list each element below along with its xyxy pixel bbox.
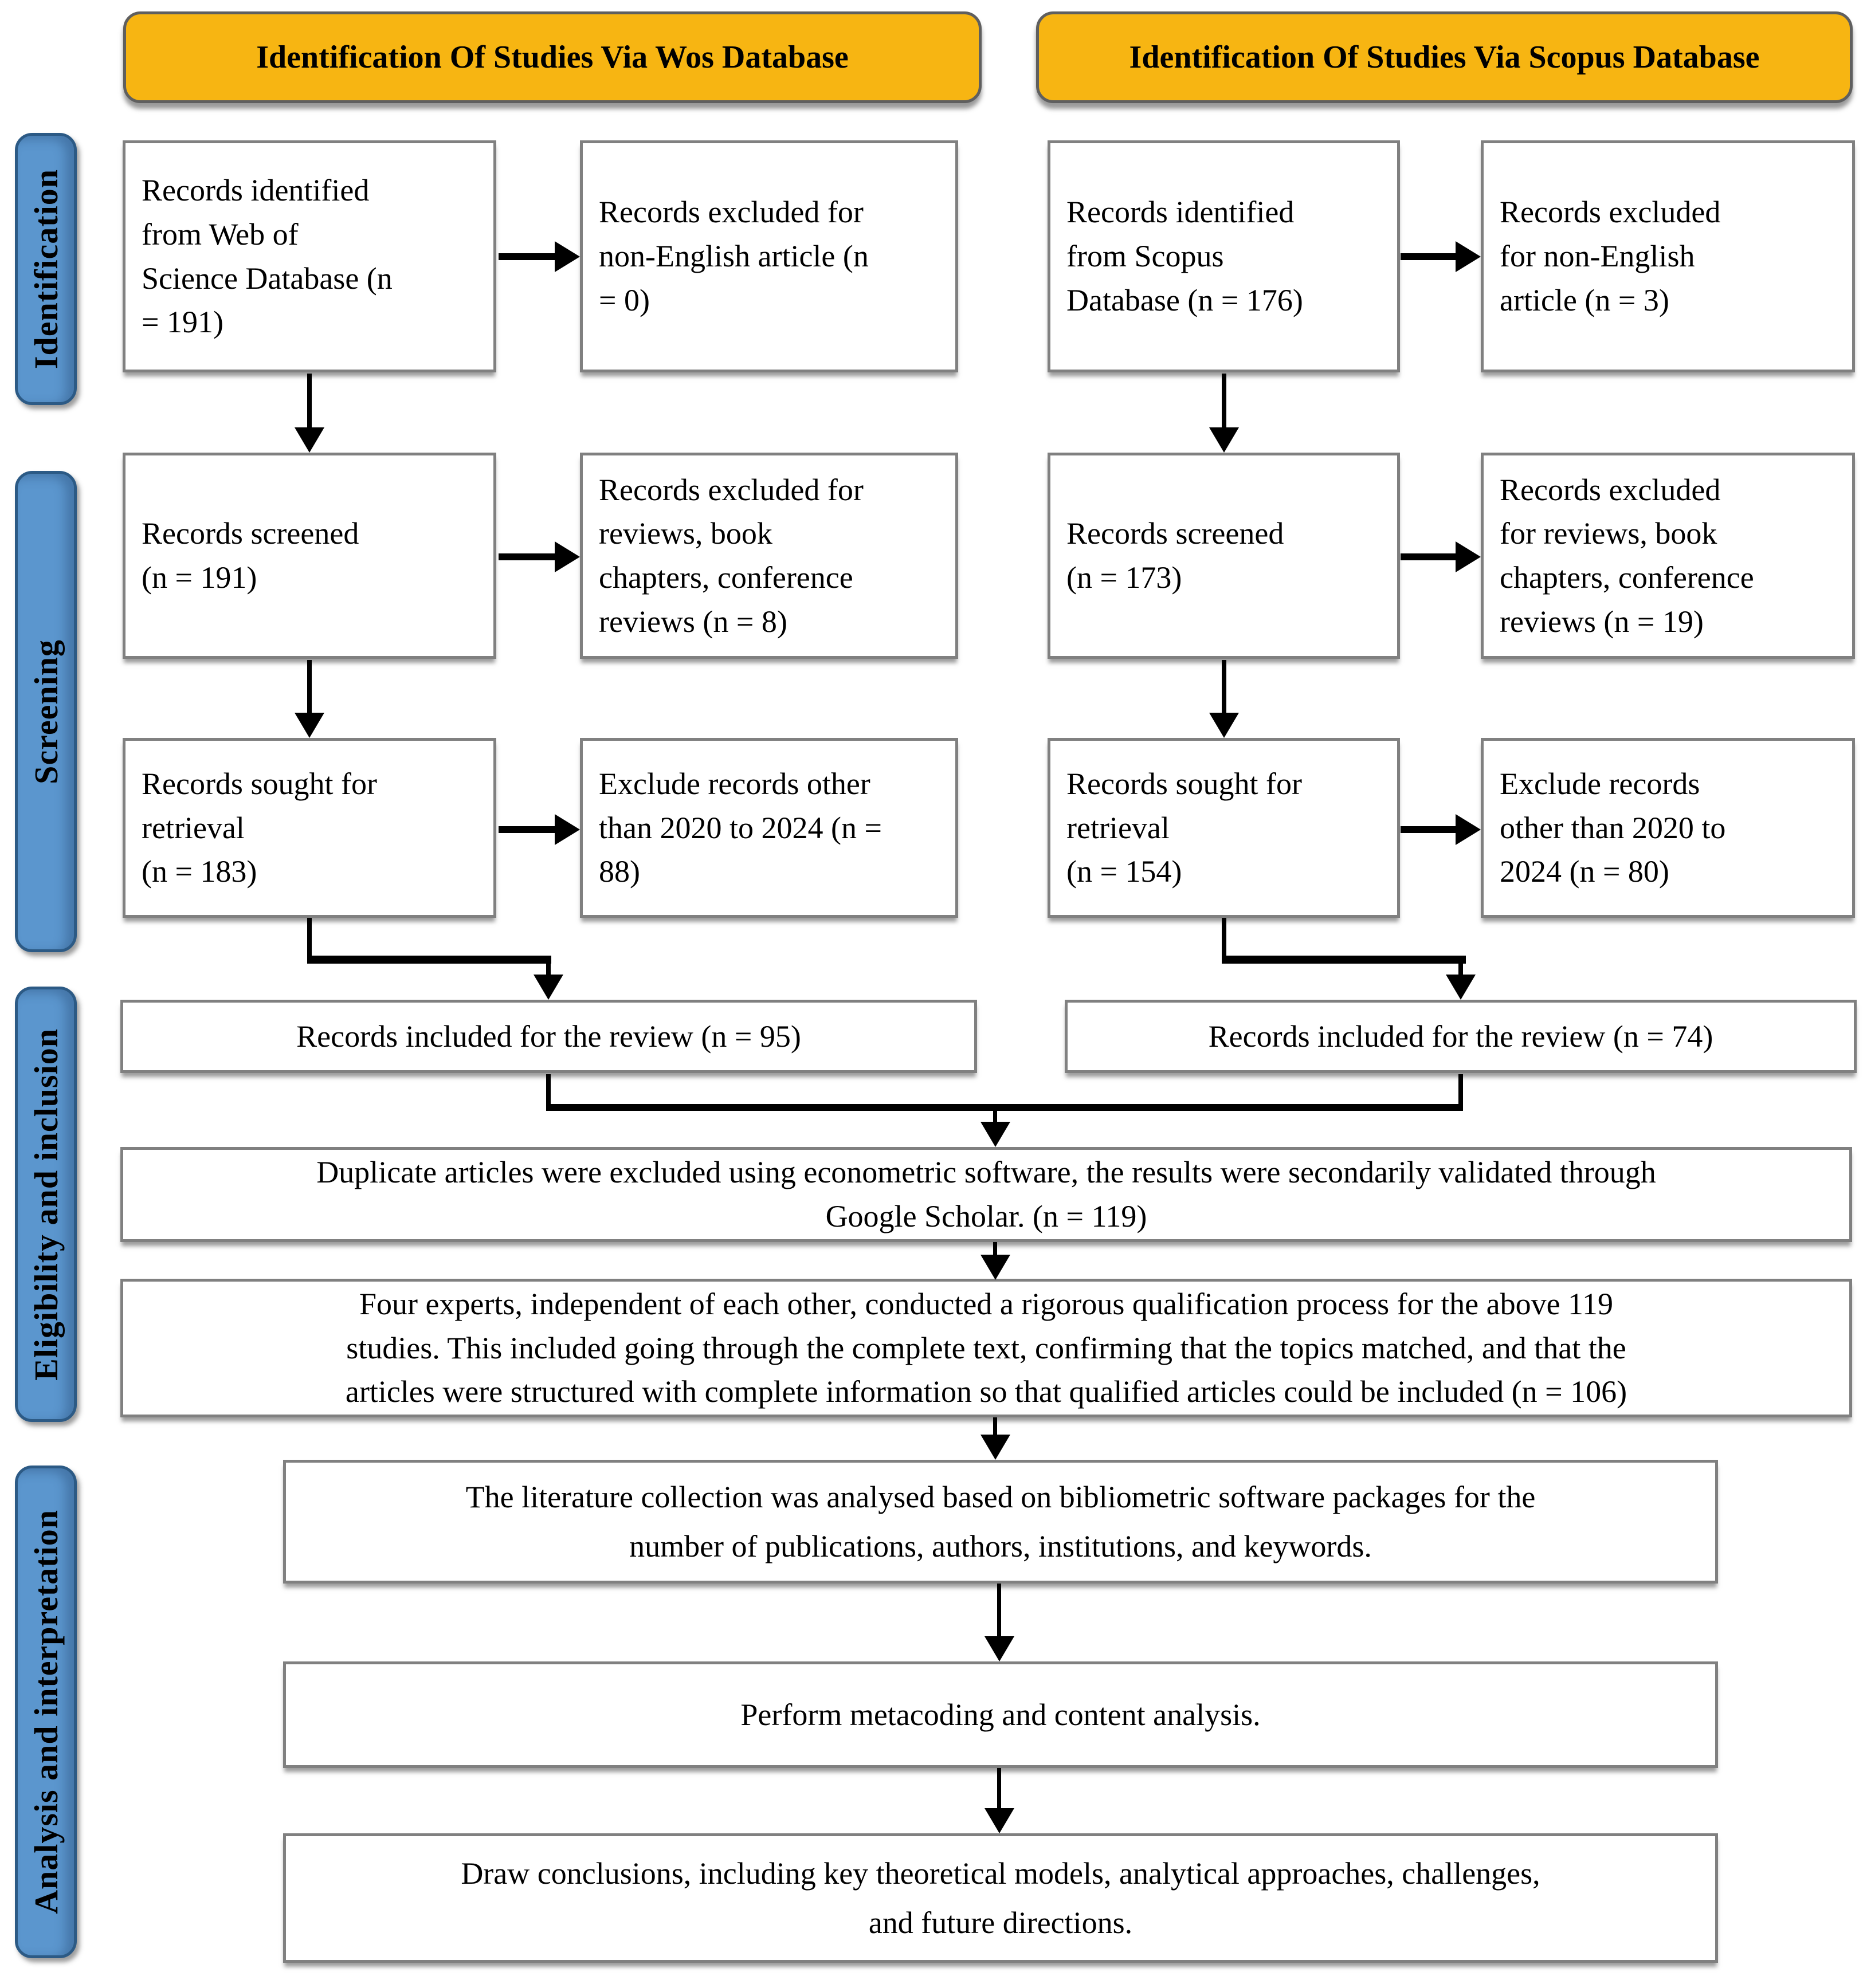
connector-wos-included-drop [546,956,551,979]
box-scopus-excluded-non-english: Records excluded for non-English article… [1481,140,1855,372]
arrow-wos-screened-to-excluded-stem [499,553,555,560]
arrow-wos-identified-to-excluded-stem [499,253,555,260]
box-conclusions: Draw conclusions, including key theoreti… [283,1833,1718,1963]
arrow-right-icon [1456,541,1481,572]
arrow-dedupe-to-qualification-stem [993,1242,997,1256]
connector-merge-horizontal [546,1104,1463,1111]
arrow-down-icon [985,1808,1014,1833]
box-scopus-records-screened: Records screened (n = 173) [1048,453,1400,659]
stage-identification-label: Identification [27,168,65,370]
box-wos-records-sought: Records sought for retrieval (n = 183) [123,738,496,918]
connector-scopus-sought-drop [1222,918,1226,960]
arrow-scopus-sought-to-excluded-stem [1401,826,1456,833]
stage-eligibility-inclusion-label: Eligibility and inclusion [27,1028,65,1381]
arrow-scopus-screened-to-excluded-stem [1401,553,1456,560]
arrow-wos-sought-to-excluded-stem [499,826,555,833]
connector-scopus-sought-horizontal [1222,956,1466,964]
box-scopus-excluded-year: Exclude records other than 2020 to 2024 … [1481,738,1855,918]
arrow-down-icon [980,1255,1010,1280]
connector-merge-right-drop [1458,1074,1463,1107]
arrow-right-icon [1456,241,1481,272]
arrow-down-icon [1209,427,1239,453]
box-wos-excluded-reviews: Records excluded for reviews, book chapt… [580,453,958,659]
connector-merge-center-drop [993,1111,997,1123]
arrow-down-icon [1446,975,1476,1000]
arrow-right-icon [1456,814,1481,845]
box-duplicate-exclusion: Duplicate articles were excluded using e… [120,1147,1852,1242]
arrow-down-icon [985,1636,1014,1661]
stage-identification: Identification [15,133,77,405]
box-wos-excluded-non-english: Records excluded for non-English article… [580,140,958,372]
connector-scopus-included-drop [1458,956,1463,979]
stage-screening: Screening [15,471,77,952]
box-scopus-records-sought: Records sought for retrieval (n = 154) [1048,738,1400,918]
arrow-qualification-to-bibliometric-stem [993,1417,997,1436]
box-wos-excluded-year: Exclude records other than 2020 to 2024 … [580,738,958,918]
connector-merge-left-drop [546,1074,551,1107]
box-scopus-records-identified: Records identified from Scopus Database … [1048,140,1400,372]
arrow-right-icon [555,814,580,845]
arrow-scopus-identified-to-excluded-stem [1401,253,1456,260]
arrow-scopus-identified-to-screened-stem [1222,374,1226,429]
arrow-wos-identified-to-screened-stem [307,374,312,429]
arrow-down-icon [295,713,324,738]
arrow-metacoding-to-conclusions-stem [997,1768,1001,1809]
arrow-down-icon [1209,713,1239,738]
arrow-right-icon [555,241,580,272]
arrow-wos-screened-to-sought-stem [307,660,312,714]
connector-wos-sought-drop [307,918,312,960]
banner-scopus-database: Identification Of Studies Via Scopus Dat… [1036,11,1853,103]
banner-wos-database: Identification Of Studies Via Wos Databa… [123,11,982,103]
stage-eligibility-inclusion: Eligibility and inclusion [15,987,77,1422]
box-bibliometric-analysis: The literature collection was analysed b… [283,1460,1718,1584]
connector-wos-sought-horizontal [307,956,551,964]
stage-analysis-interpretation: Analysis and interpretation [15,1466,77,1958]
box-wos-records-included: Records included for the review (n = 95) [120,1000,977,1073]
box-scopus-records-included: Records included for the review (n = 74) [1065,1000,1857,1073]
box-metacoding: Perform metacoding and content analysis. [283,1661,1718,1768]
box-scopus-excluded-reviews: Records excluded for reviews, book chapt… [1481,453,1855,659]
arrow-down-icon [980,1435,1010,1460]
arrow-down-icon [534,975,563,1000]
arrow-down-icon [980,1122,1010,1147]
stage-analysis-interpretation-label: Analysis and interpretation [27,1510,65,1914]
stage-screening-label: Screening [27,639,65,784]
box-wos-records-identified: Records identified from Web of Science D… [123,140,496,372]
arrow-right-icon [555,541,580,572]
arrow-bibliometric-to-metacoding-stem [997,1584,1001,1637]
box-expert-qualification: Four experts, independent of each other,… [120,1279,1852,1417]
arrow-down-icon [295,427,324,453]
box-wos-records-screened: Records screened (n = 191) [123,453,496,659]
arrow-scopus-screened-to-sought-stem [1222,660,1226,714]
